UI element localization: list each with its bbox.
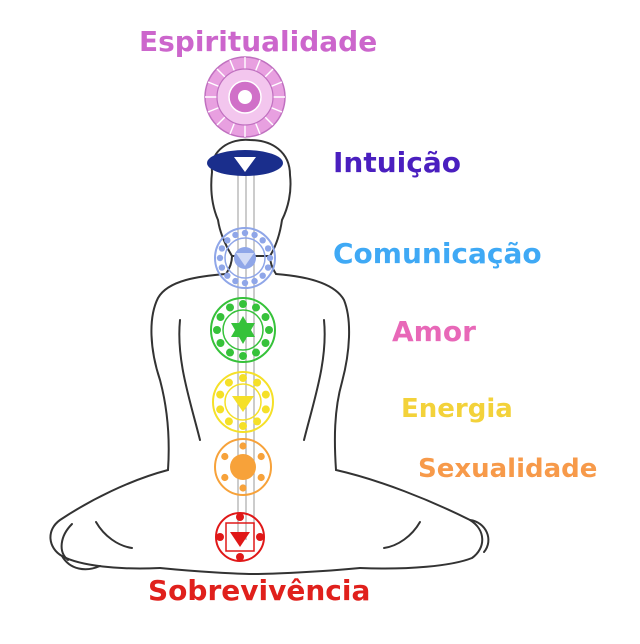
petal-dot	[257, 452, 265, 461]
petal-dot	[252, 303, 260, 312]
petal-dot	[239, 300, 247, 308]
petal-dot	[265, 326, 273, 334]
petal-dot	[239, 422, 247, 430]
petal-dot	[221, 473, 229, 482]
third-eye-chakra	[207, 150, 283, 176]
label-root: Sobrevivência	[148, 574, 371, 607]
label-crown: Espiritualidade	[139, 25, 378, 58]
petal-dot	[241, 229, 249, 237]
petal-dot	[261, 313, 270, 321]
petal-dot	[216, 254, 224, 262]
petal-dot	[239, 352, 247, 360]
label-sacral: Sexualidade	[418, 454, 598, 484]
body-outline	[49, 138, 490, 575]
petal-dot	[224, 237, 231, 244]
label-third-eye: Intuição	[333, 146, 461, 179]
petal-dot	[232, 277, 239, 285]
petal-dot	[261, 339, 270, 347]
petal-dot	[216, 405, 225, 414]
label-throat: Comunicação	[333, 237, 542, 270]
petal-dot	[224, 417, 233, 426]
petal-dot	[264, 245, 272, 252]
petal-dot	[252, 348, 260, 357]
petal-dot	[241, 279, 249, 287]
petal-dot	[239, 484, 247, 492]
petal-dot	[216, 339, 225, 347]
petal-dot	[224, 272, 231, 279]
petal-dot	[253, 378, 262, 387]
petal-dot	[261, 405, 270, 414]
petal-dot	[216, 313, 225, 321]
petal-dot	[239, 442, 247, 450]
petal-dot	[253, 417, 262, 426]
petal-dot	[264, 264, 272, 271]
sacral-chakra	[214, 438, 272, 496]
root-chakra	[215, 512, 265, 562]
petal-dot	[232, 231, 239, 239]
petal-dot	[224, 378, 233, 387]
petal-dot	[251, 277, 258, 285]
petal-dot	[216, 390, 225, 399]
petal-dot	[256, 533, 264, 541]
label-solar: Energia	[401, 394, 513, 424]
petal-dot	[239, 374, 247, 382]
petal-dot	[216, 533, 224, 541]
petal-dot	[226, 348, 234, 357]
petal-dot	[213, 326, 221, 334]
label-heart: Amor	[392, 315, 476, 348]
petal-dot	[226, 303, 234, 312]
heart-chakra	[210, 297, 276, 363]
petal-dot	[259, 237, 266, 244]
petal-dot	[257, 473, 265, 482]
crown-chakra	[204, 56, 286, 138]
petal-dot	[236, 513, 244, 521]
petal-dot	[259, 272, 266, 279]
throat-chakra	[214, 227, 276, 289]
petal-dot	[218, 245, 226, 252]
petal-dot	[218, 264, 226, 271]
petal-dot	[236, 553, 244, 561]
petal-dot	[261, 390, 270, 399]
petal-dot	[251, 231, 258, 239]
petal-dot	[266, 254, 274, 262]
petal-dot	[221, 452, 229, 461]
solar-plexus-chakra	[212, 371, 274, 433]
